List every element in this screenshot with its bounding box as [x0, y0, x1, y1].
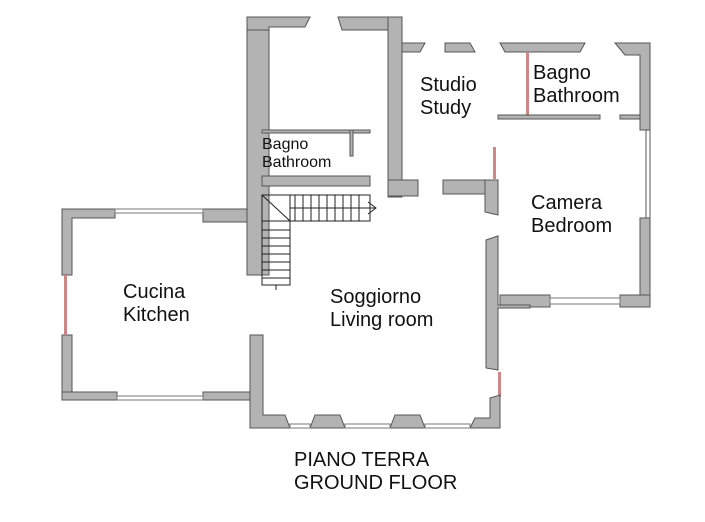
floor-title: PIANO TERRA GROUND FLOOR — [294, 449, 458, 494]
staircase — [261, 194, 377, 290]
room-label-camera: Camera Bedroom — [531, 192, 613, 237]
room-label-soggiorno: Soggiorno Living room — [330, 286, 434, 331]
stair-direction-arrow-icon — [367, 201, 377, 215]
room-label-bagno-left: Bagno Bathroom — [262, 136, 332, 172]
room-label-bagno-upper-right: Bagno Bathroom — [533, 62, 620, 107]
room-label-cucina: Cucina Kitchen — [123, 281, 190, 326]
room-label-studio: Studio Study — [420, 74, 477, 119]
